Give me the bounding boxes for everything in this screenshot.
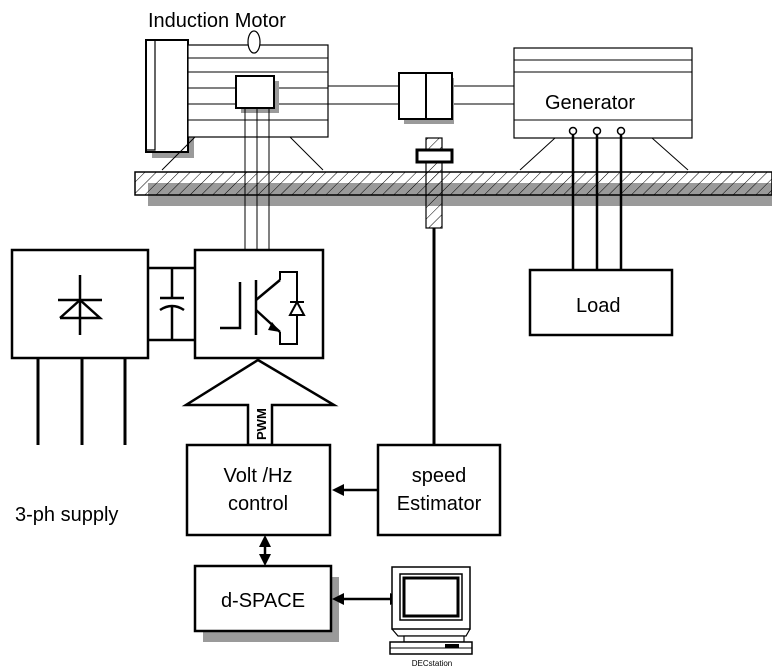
computer-icon: DECstation (389, 566, 473, 668)
dspace-label: d-SPACE (221, 590, 305, 612)
load: Load (528, 135, 674, 337)
volt-hz-line1: Volt /Hz (224, 465, 293, 487)
speed-line2: Estimator (397, 493, 482, 515)
supply-label: 3-ph supply (15, 504, 118, 526)
pwm-label: PWM (254, 408, 269, 440)
generator-label: Generator (545, 92, 635, 114)
base-rail (134, 171, 772, 206)
control-dspace-arrow (259, 535, 271, 566)
rectifier (10, 248, 150, 445)
workstation-label: DECstation (412, 659, 452, 668)
motor-feed-wires (244, 108, 270, 250)
speed-line1: speed (412, 465, 467, 487)
volt-hz-control: Volt /Hz control (185, 443, 332, 537)
induction-motor-label: Induction Motor (148, 10, 286, 32)
volt-hz-line2: control (228, 493, 288, 515)
speed-sensor (415, 137, 454, 445)
d-space-box: d-SPACE (193, 564, 339, 642)
inverter (193, 248, 325, 360)
dc-link-capacitor (148, 266, 195, 342)
estimator-to-control-arrow (332, 484, 378, 496)
pwm-arrow: PWM (181, 358, 339, 447)
load-label: Load (576, 295, 621, 317)
generator: Generator (513, 47, 693, 171)
shaft-coupling (328, 72, 514, 124)
induction-motor: Induction Motor (145, 10, 329, 171)
speed-estimator: speed Estimator (376, 443, 502, 537)
